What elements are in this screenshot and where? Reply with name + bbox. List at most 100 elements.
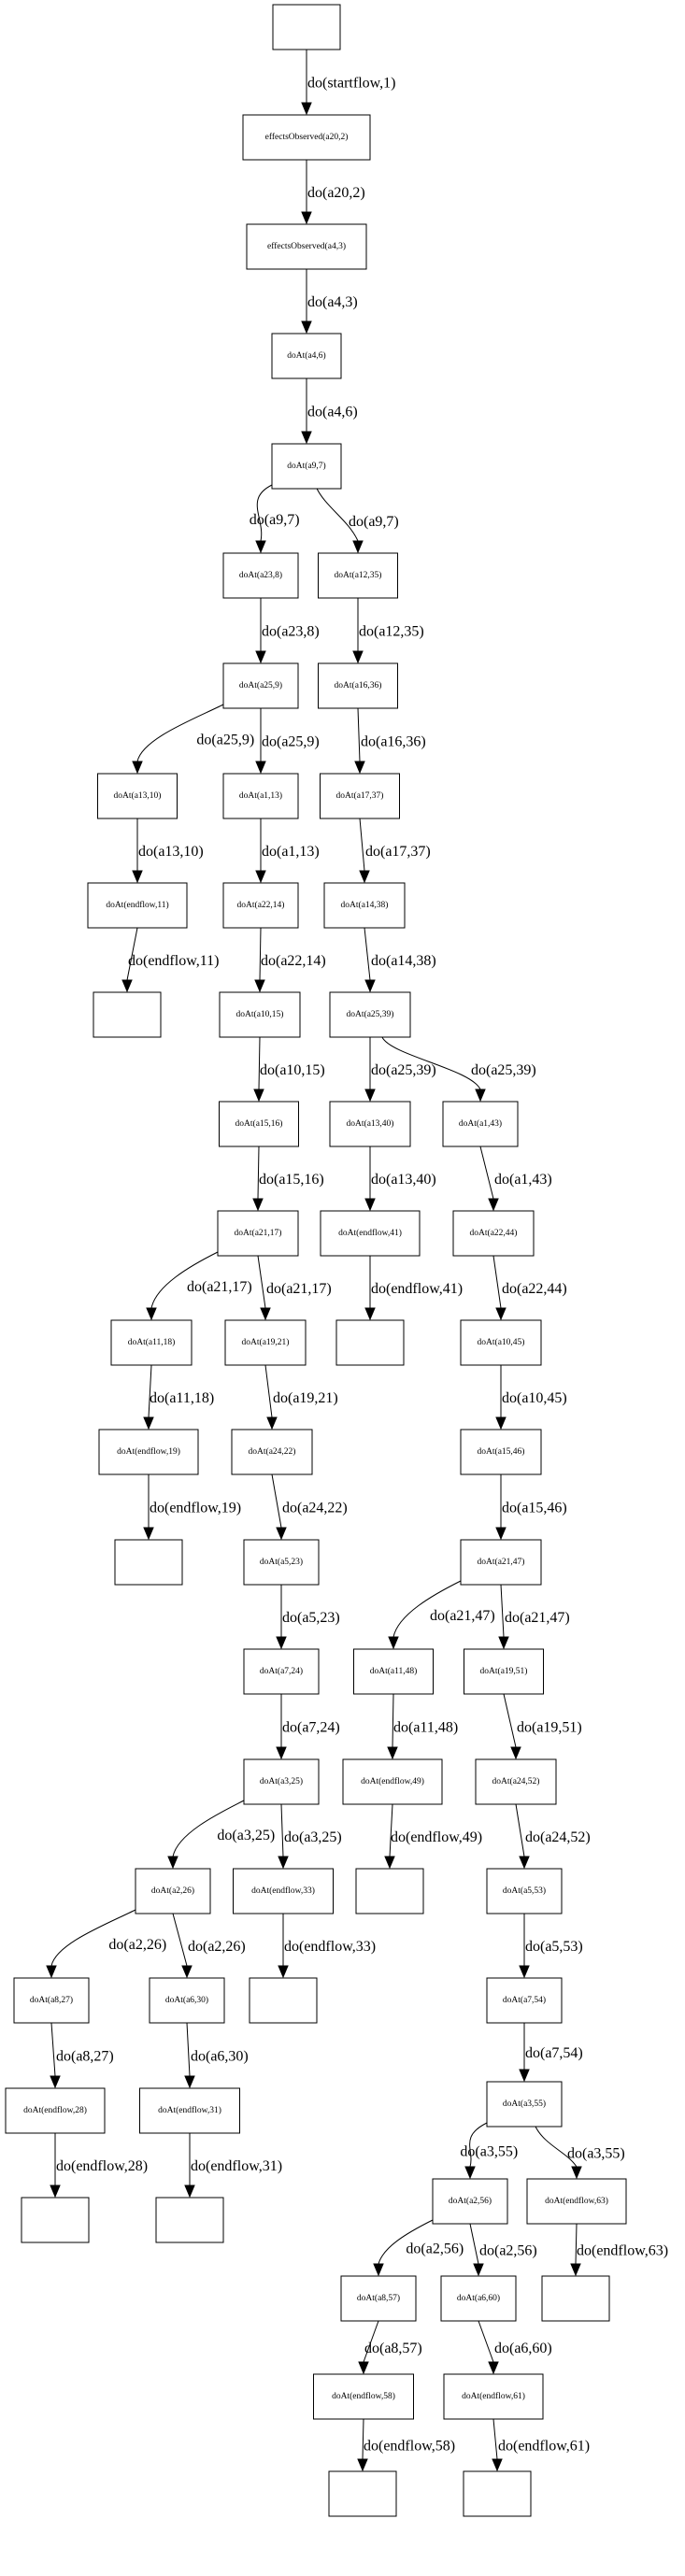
node-label: effectsObserved(a4,3) <box>267 241 346 251</box>
arrowhead-icon <box>276 1527 287 1541</box>
edge-label: do(a19,21) <box>273 1390 338 1406</box>
node-label: effectsObserved(a20,2) <box>265 132 349 142</box>
graph-node: doAt(a19,51) <box>464 1648 544 1695</box>
node-box <box>114 1539 183 1586</box>
edge-label: do(a9,7) <box>250 512 300 528</box>
node-label: doAt(a14,38) <box>341 900 389 910</box>
edge-label: do(a9,7) <box>349 514 399 530</box>
node-box <box>222 552 299 599</box>
node-box <box>460 1539 542 1586</box>
node-box <box>486 1868 563 1914</box>
edge-label: do(a5,23) <box>282 1610 340 1626</box>
graph-node: doAt(a12,35) <box>318 552 398 599</box>
arrowhead-icon <box>364 1089 376 1103</box>
arrowhead-icon <box>301 102 312 116</box>
edge-line <box>271 1473 282 1529</box>
graph-edge: do(a6,60) <box>478 2320 552 2375</box>
arrowhead-icon <box>495 1527 507 1541</box>
node-label: doAt(a24,22) <box>249 1446 296 1457</box>
node-label: doAt(a7,24) <box>260 1666 303 1676</box>
graph-node: doAt(a21,47) <box>460 1539 542 1586</box>
edge-label: do(endflow,11) <box>128 953 219 969</box>
edge-label: do(a22,14) <box>261 953 326 969</box>
empty-graph-node <box>272 4 341 50</box>
node-label: doAt(endflow,58) <box>332 2391 395 2401</box>
arrowhead-icon <box>146 1307 157 1321</box>
graph-node: doAt(a9,7) <box>271 443 342 490</box>
edge-label: do(endflow,33) <box>284 1939 376 1955</box>
arrowhead-icon <box>301 320 312 334</box>
graph-edge: do(endflow,33) <box>278 1914 376 1979</box>
arrowhead-icon <box>357 2458 368 2472</box>
arrowhead-icon <box>301 431 312 445</box>
node-box <box>271 333 342 379</box>
node-box <box>313 2373 414 2420</box>
node-box <box>231 1429 313 1475</box>
edge-label: do(a15,46) <box>502 1501 567 1516</box>
node-box <box>249 1977 318 2024</box>
arrowhead-icon <box>358 2361 369 2375</box>
graph-edge: do(a20,2) <box>301 160 365 225</box>
node-box <box>464 1648 544 1695</box>
arrowhead-icon <box>373 2263 384 2277</box>
edge-label: do(a14,38) <box>371 953 436 969</box>
graph-edge: do(a2,26) <box>46 1909 166 1979</box>
graph-edge: do(endflow,49) <box>384 1803 482 1870</box>
arrowhead-icon <box>50 2185 61 2199</box>
node-box <box>328 2470 397 2517</box>
arrowhead-icon <box>510 1746 521 1760</box>
graph-edge: do(a25,39) <box>381 1036 536 1103</box>
node-box <box>452 1210 535 1257</box>
node-box <box>110 1319 193 1366</box>
node-label: doAt(endflow,31) <box>158 2105 221 2115</box>
graph-node: doAt(a5,23) <box>243 1539 320 1586</box>
empty-graph-node <box>93 991 162 1038</box>
edge-label: do(a25,9) <box>262 734 320 750</box>
edge-label: do(a3,25) <box>284 1829 342 1845</box>
edge-line <box>492 1255 502 1309</box>
edge-label: do(a13,40) <box>371 1172 436 1188</box>
node-label: doAt(a21,47) <box>478 1557 525 1567</box>
graph-edge: do(a6,30) <box>184 2022 249 2089</box>
edge-label: do(a10,15) <box>260 1062 325 1078</box>
node-box <box>98 1429 199 1475</box>
graph-edge: do(a8,27) <box>50 2022 114 2089</box>
node-label: doAt(a24,52) <box>492 1776 540 1786</box>
arrowhead-icon <box>254 979 265 993</box>
arrowhead-icon <box>278 1965 289 1979</box>
arrowhead-icon <box>266 1416 278 1430</box>
graph-node: doAt(a8,27) <box>13 1977 90 2024</box>
node-box <box>93 991 162 1038</box>
arrowhead-icon <box>276 1746 287 1760</box>
edge-label: do(a5,53) <box>525 1939 583 1955</box>
edge-line <box>515 1803 525 1857</box>
arrowhead-icon <box>181 1965 193 1979</box>
node-box <box>97 773 178 819</box>
node-box <box>443 2373 544 2420</box>
edge-line <box>359 818 365 872</box>
node-box <box>135 1868 211 1914</box>
graph-node: doAt(a6,60) <box>440 2275 517 2322</box>
node-label: doAt(a3,55) <box>503 2099 546 2109</box>
empty-graph-node <box>21 2197 90 2243</box>
edge-line <box>257 1146 260 1200</box>
arrowhead-icon <box>519 1965 530 1979</box>
graph-node: effectsObserved(a4,3) <box>246 223 367 270</box>
graph-node: doAt(endflow,19) <box>98 1429 199 1475</box>
graph-edge: do(a24,52) <box>515 1803 591 1870</box>
arrowhead-icon <box>276 1636 287 1650</box>
node-label: doAt(a15,46) <box>478 1446 525 1457</box>
graph-node: doAt(endflow,49) <box>342 1758 443 1805</box>
node-box <box>21 2197 90 2243</box>
graph-node: doAt(a10,15) <box>219 991 301 1038</box>
edge-line <box>392 1693 394 1748</box>
graph-edge: do(endflow,31) <box>184 2133 282 2199</box>
node-box <box>440 2275 517 2322</box>
graph-edge: do(a5,53) <box>519 1914 583 1979</box>
empty-graph-node <box>114 1539 183 1586</box>
graph-edge: do(a17,37) <box>359 818 431 884</box>
arrowhead-icon <box>388 1636 399 1650</box>
edge-line <box>479 1146 494 1200</box>
arrowhead-icon <box>387 1746 398 1760</box>
graph-edge: do(a3,55) <box>535 2126 625 2180</box>
